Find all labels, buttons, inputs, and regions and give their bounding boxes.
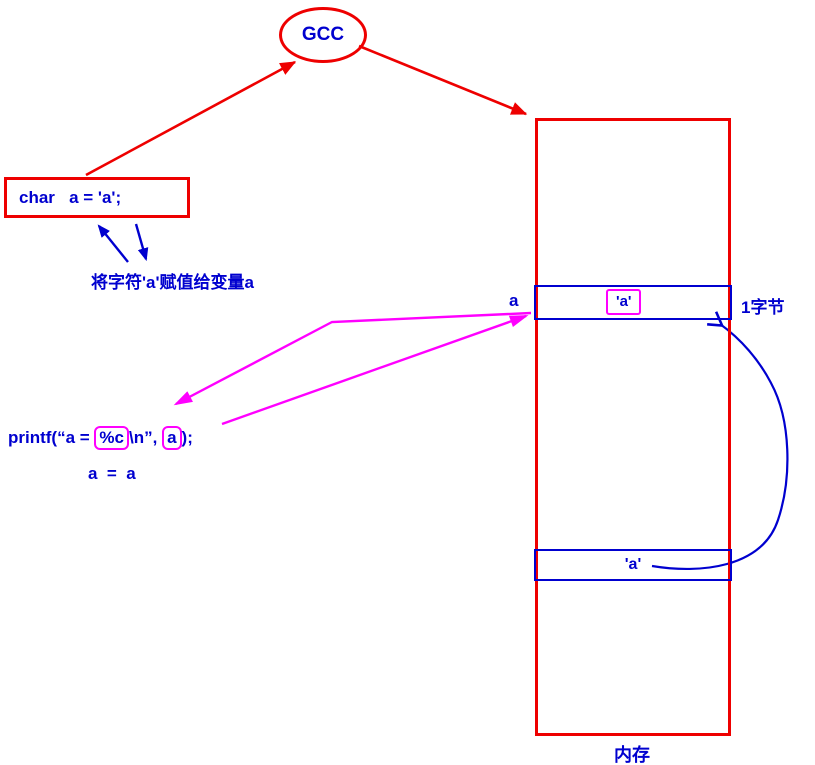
byte-size-label: 1字节: [741, 298, 785, 317]
memory-cell-a-value: 'a': [606, 289, 642, 315]
memory-cell-literal-value: 'a': [624, 556, 642, 573]
gcc-label: GCC: [301, 24, 345, 45]
arrow-memory-to-format-spec: [173, 311, 532, 406]
argument-highlight: a: [162, 426, 182, 450]
printf-prefix: printf(“a =: [8, 428, 95, 447]
printf-suffix: );: [181, 428, 193, 447]
format-spec-highlight: %c: [94, 426, 129, 450]
arrow-argument-to-memory: [221, 314, 529, 426]
memory-cell-a: [534, 285, 732, 320]
memory-title: 内存: [614, 745, 650, 765]
annotation-text: 将字符'a'赋值给变量a: [91, 273, 254, 292]
code-statement: char a = 'a';: [19, 187, 122, 207]
variable-label: a: [509, 291, 519, 310]
arrow-gcc-to-memory: [358, 44, 528, 116]
gcc-node: GCC: [279, 7, 367, 63]
memory-cell-literal: 'a': [534, 549, 732, 581]
printf-middle: \n”,: [129, 428, 163, 447]
arrow-code-to-gcc: [85, 60, 297, 177]
arrow-code-to-annotation: [134, 223, 149, 262]
code-statement-box: char a = 'a';: [4, 177, 190, 218]
printf-statement: printf(“a = %c\n”, a);: [8, 426, 193, 450]
arrow-annotation-to-code: [97, 224, 129, 263]
output-line: a = a: [88, 464, 136, 483]
memory-box: [535, 118, 731, 736]
